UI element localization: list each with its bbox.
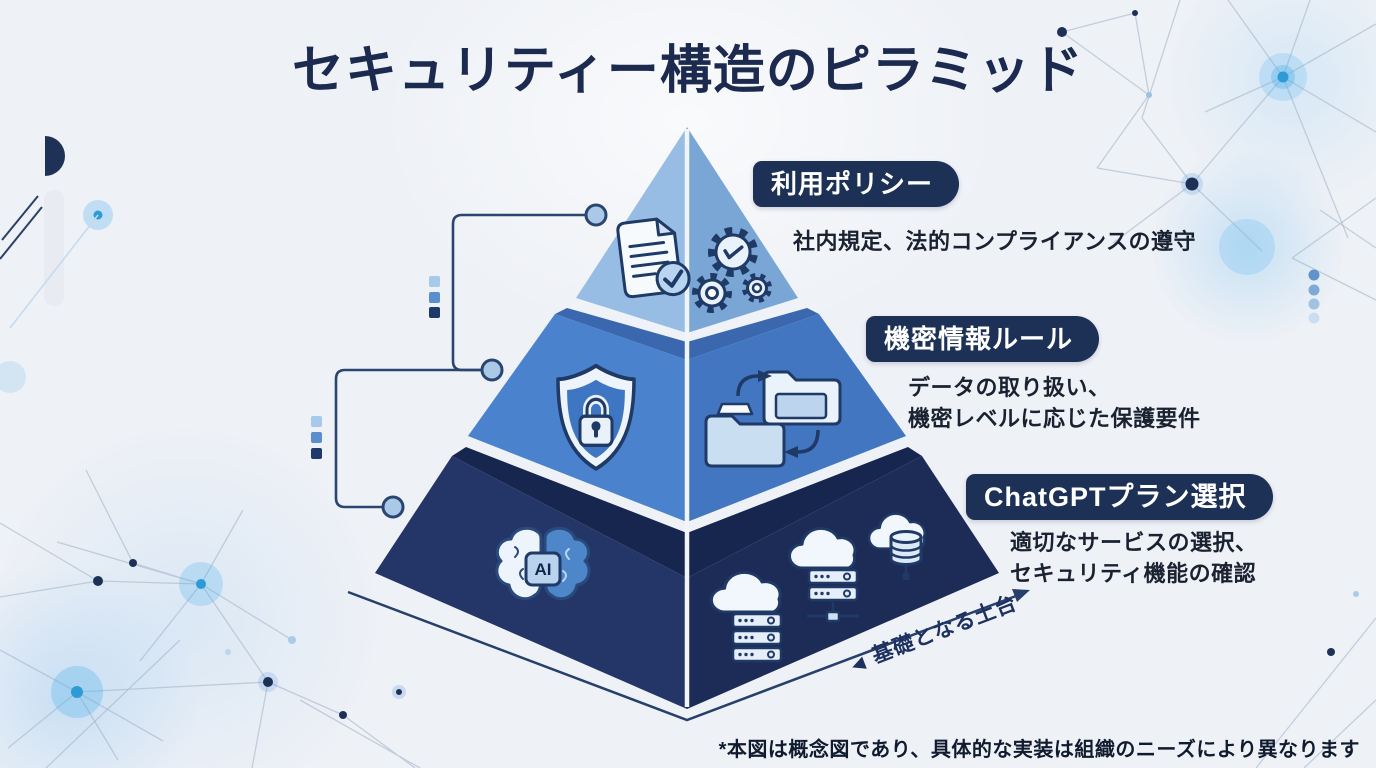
signal-squares-lower (311, 416, 322, 459)
folder-transfer-icon (704, 370, 842, 468)
diagonal-lines (0, 195, 43, 260)
glow-blob (1219, 219, 1275, 275)
tier2-label-pill: 機密情報ルール (866, 316, 1100, 362)
foundation-axis-arrow (347, 589, 1030, 722)
dot-column-decoration (1308, 269, 1320, 324)
tier2-description-line: データの取り扱い、 (908, 375, 1111, 400)
tier3-description: 適切なサービスの選択、 セキュリティ機能の確認 (1010, 527, 1258, 589)
cloud-server-icon (787, 527, 859, 623)
connector-node-bottom (381, 495, 405, 519)
connector-node-top (584, 203, 608, 227)
connector-node-middle (480, 358, 504, 382)
shield-lock-icon (556, 363, 636, 471)
svg-text:AI: AI (535, 560, 552, 579)
network-decoration-bottom-right (1255, 591, 1376, 768)
tier1-label-pill: 利用ポリシー (753, 161, 960, 207)
network-decoration-bottom-left (0, 469, 421, 768)
left-edge-decoration (0, 136, 113, 393)
page-title: セキュリティー構造のピラミッド (292, 42, 1084, 100)
tier2-description-line: 機密レベルに応じた保護要件 (908, 406, 1201, 431)
tier3-description-line: セキュリティ機能の確認 (1010, 561, 1257, 586)
footnote: *本図は概念図であり、具体的な実装は組織のニーズにより異なります (718, 739, 1360, 761)
tier2-description: データの取り扱い、 機密レベルに応じた保護要件 (908, 372, 1201, 434)
signal-squares-upper (429, 276, 440, 318)
half-circle-icon (45, 136, 65, 176)
tier3-label-pill: ChatGPTプラン選択 (966, 474, 1273, 520)
cloud-database-icon (867, 512, 927, 580)
arrowhead-icon (1012, 589, 1030, 602)
tier1-description-line: 社内規定、法的コンプライアンスの遵守 (793, 229, 1197, 254)
glow-node-icon (51, 562, 223, 718)
ai-brain-icon: AI (495, 526, 591, 601)
network-decoration-top-right (1057, 0, 1376, 301)
glow-node-icon (1259, 53, 1307, 101)
tier3-description-line: 適切なサービスの選択、 (1010, 530, 1258, 555)
tier-connector-lines (311, 203, 608, 519)
tier1-description: 社内規定、法的コンプライアンスの遵守 (793, 226, 1196, 257)
document-check-icon (616, 217, 691, 299)
